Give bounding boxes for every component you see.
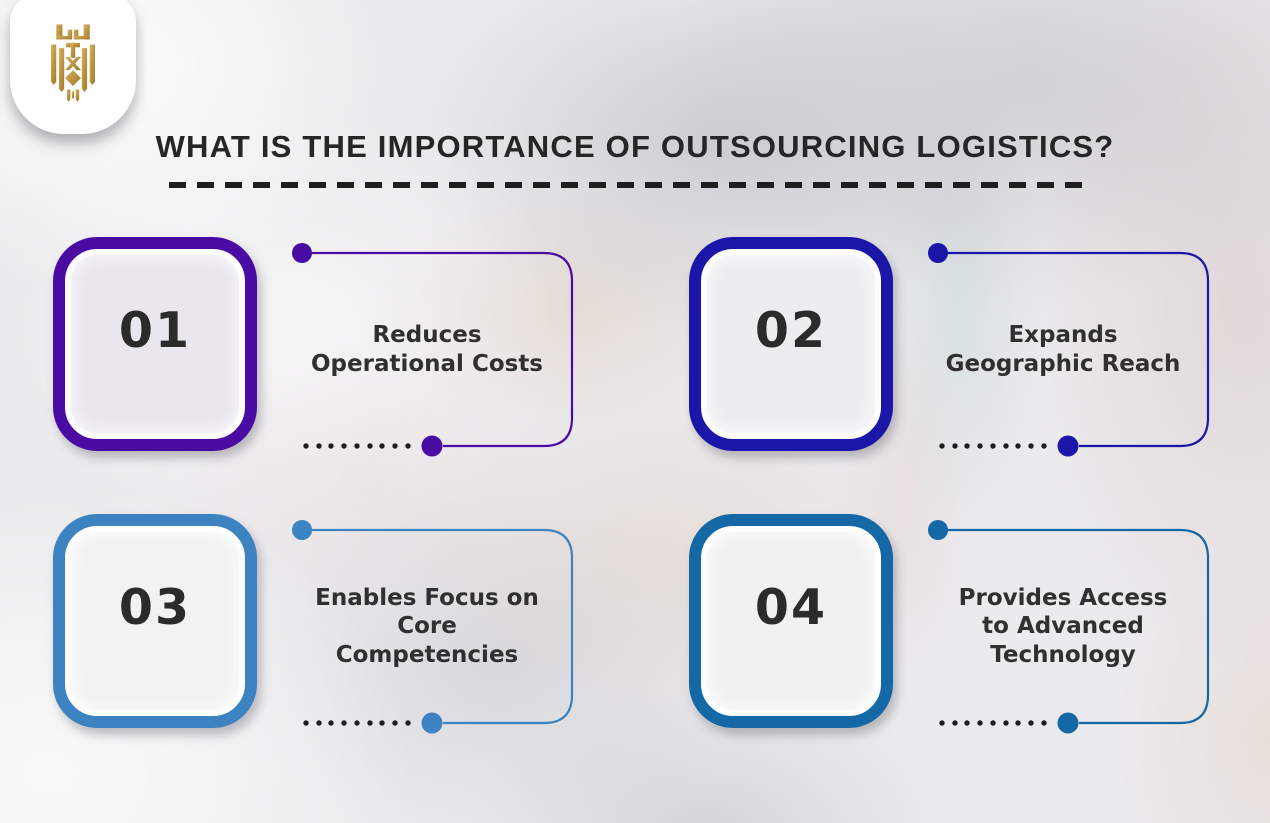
number-box: 04 bbox=[689, 514, 893, 728]
page-title: WHAT IS THE IMPORTANCE OF OUTSOURCING LO… bbox=[155, 129, 1115, 164]
connector-bracket bbox=[928, 243, 1210, 457]
number-box-inner bbox=[71, 532, 239, 710]
number-box: 03 bbox=[53, 514, 257, 728]
card-label: Enables Focus on Core Competencies bbox=[315, 585, 539, 668]
title-dashed-underline bbox=[169, 182, 1091, 188]
dotted-trail bbox=[939, 443, 1047, 449]
connector-bracket bbox=[928, 520, 1210, 734]
card-number: 01 bbox=[118, 301, 192, 359]
card-number: 04 bbox=[754, 578, 828, 636]
card-03-enables-focus-core-competencies: 03 Enables Focus on Core Competencies bbox=[40, 514, 630, 739]
card-label: Expands Geographic Reach bbox=[945, 322, 1181, 377]
card-label: Provides Access to Advanced Technology bbox=[958, 585, 1168, 668]
dotted-trail bbox=[303, 720, 411, 726]
connector-bracket bbox=[292, 243, 574, 457]
number-box: 02 bbox=[689, 237, 893, 451]
gold-lion-crest-icon bbox=[51, 24, 95, 102]
card-number: 02 bbox=[754, 301, 828, 359]
card-04-provides-access-advanced-technology: 04 Provides Access to Advanced Technolog… bbox=[676, 514, 1266, 739]
connector-bracket bbox=[292, 520, 574, 734]
card-01-reduces-operational-costs: 01 Reduces Operational Costs bbox=[40, 237, 630, 462]
card-02-expands-geographic-reach: 02 Expands Geographic Reach bbox=[676, 237, 1266, 462]
number-box-inner bbox=[707, 255, 875, 433]
number-box: 01 bbox=[53, 237, 257, 451]
card-label: Reduces Operational Costs bbox=[311, 322, 543, 377]
number-box-inner bbox=[71, 255, 239, 433]
number-box-inner bbox=[707, 532, 875, 710]
dotted-trail bbox=[939, 720, 1047, 726]
card-number: 03 bbox=[118, 578, 192, 636]
logo-badge bbox=[10, 0, 136, 134]
dotted-trail bbox=[303, 443, 411, 449]
